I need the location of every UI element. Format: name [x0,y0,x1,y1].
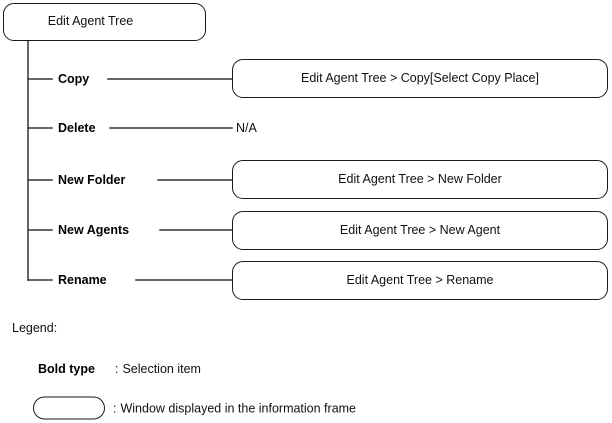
destination-window-copy-label: Edit Agent Tree > Copy[Select Copy Place… [301,70,539,85]
selection-item-new-folder[interactable]: New Folder [58,173,126,187]
destination-window-rename[interactable]: Edit Agent Tree > Rename [232,261,608,300]
destination-window-rename-label: Edit Agent Tree > Rename [346,272,494,287]
destination-window-new-folder-label: Edit Agent Tree > New Folder [338,171,502,186]
legend-window-description: Window displayed in the information fram… [120,401,357,415]
destination-window-copy[interactable]: Edit Agent Tree > Copy[Select Copy Place… [232,59,608,98]
selection-item-rename[interactable]: Rename [58,273,107,287]
legend-entry-window-shape: : Window displayed in the information fr… [33,396,357,420]
selection-item-copy[interactable]: Copy [58,72,90,86]
root-window-label: Edit Agent Tree [47,14,134,29]
legend-bold-sample: Bold type [38,362,95,376]
legend-title: Legend: [12,321,58,335]
destination-window-new-folder[interactable]: Edit Agent Tree > New Folder [232,160,608,199]
destination-window-new-agent-label: Edit Agent Tree > New Agent [339,222,501,237]
legend-separator: : [113,401,117,415]
legend-entry-bold-type: Bold type : Selection item [38,362,201,376]
legend-bold-description: Selection item [122,362,201,376]
root-window-edit-agent-tree[interactable]: Edit Agent Tree [3,3,206,41]
destination-delete-na: N/A [236,121,257,135]
destination-window-new-agent[interactable]: Edit Agent Tree > New Agent [232,211,608,250]
selection-item-new-agents[interactable]: New Agents [58,223,130,237]
legend-window-shape-swatch [33,396,105,420]
selection-item-delete[interactable]: Delete [58,121,96,135]
legend-separator: : [114,362,119,376]
